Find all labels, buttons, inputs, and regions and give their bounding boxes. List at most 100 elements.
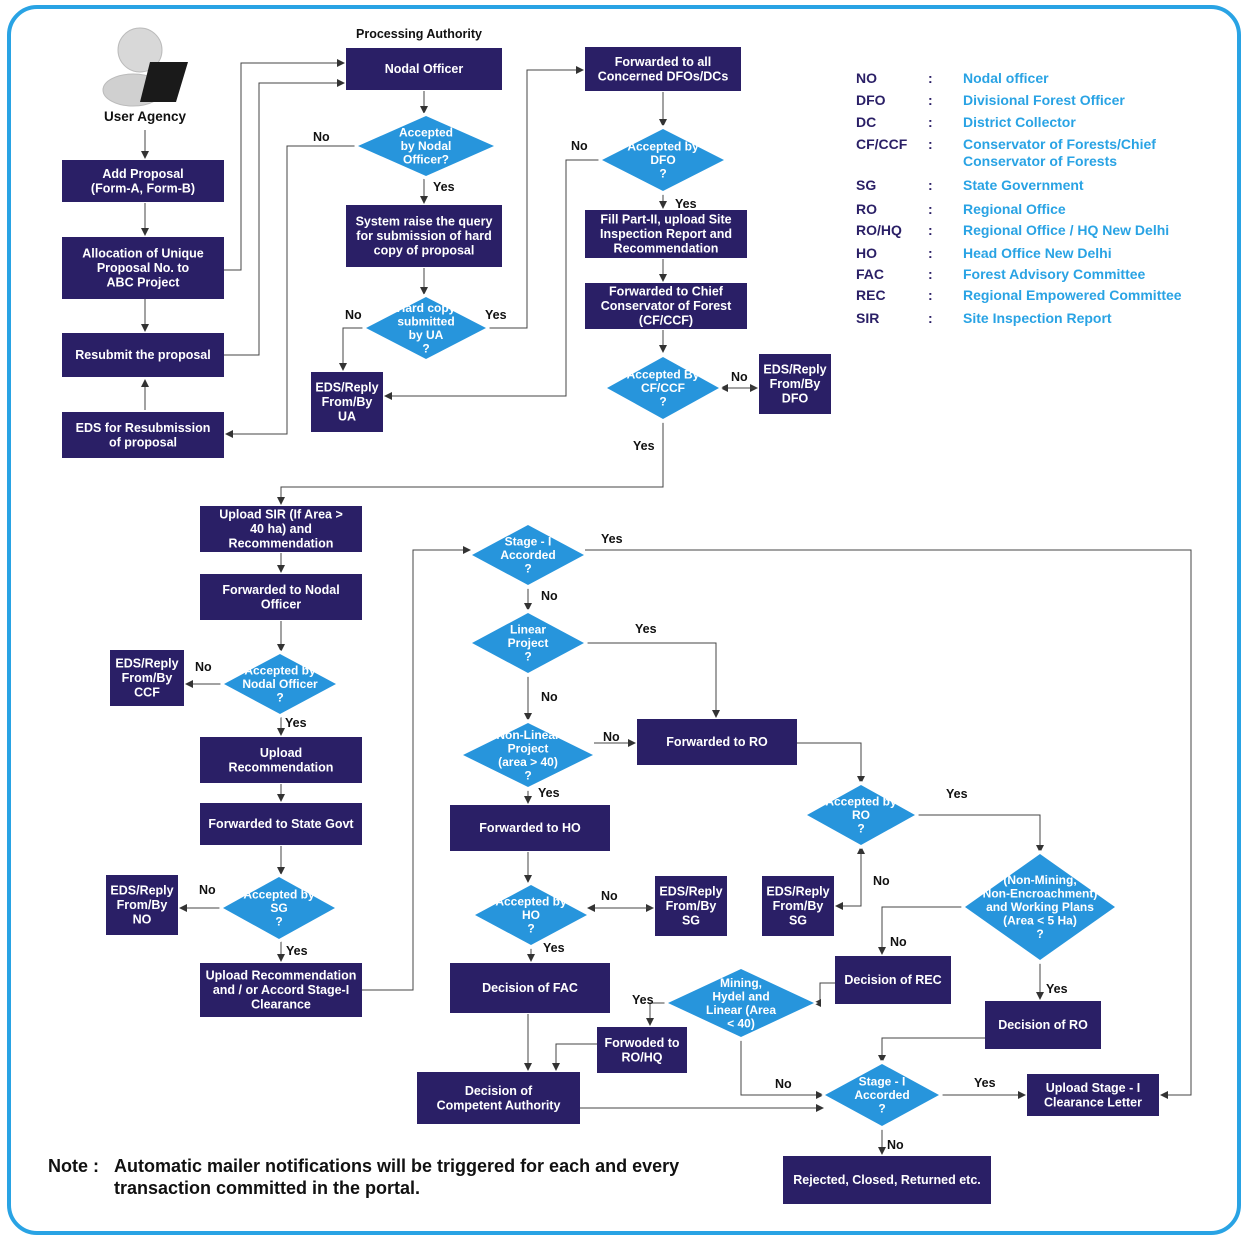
node-fwd-state: Forwarded to State Govt <box>200 803 362 845</box>
node-text: Add Proposal <box>102 167 183 181</box>
edge-label-no: No <box>199 883 216 897</box>
node-text: EDS/Reply <box>763 363 826 377</box>
connector-arrow <box>813 982 835 1007</box>
legend-definition: Head Office New Delhi <box>963 245 1112 261</box>
process-box <box>759 354 831 414</box>
node-upload-sir: Upload SIR (If Area >40 ha) andRecommend… <box>200 506 362 552</box>
legend-abbr: REC <box>856 287 886 303</box>
node-text: by UA <box>409 328 444 342</box>
node-text: Forwoded to <box>605 1036 680 1050</box>
node-text: Accepted by <box>244 664 316 678</box>
connector-arrow <box>486 66 584 329</box>
edge-label-no: No <box>731 370 748 384</box>
process-box <box>200 574 362 620</box>
node-text: ? <box>422 341 429 355</box>
node-text: Inspection Report and <box>600 227 732 241</box>
node-text: UA <box>338 410 356 424</box>
node-text: From/By <box>322 395 373 409</box>
node-text: HO <box>522 908 540 922</box>
decision-diamond <box>358 116 494 176</box>
edge-label-no: No <box>541 589 558 603</box>
legend-definition: Regional Office / HQ New Delhi <box>963 222 1170 238</box>
process-box <box>655 876 727 936</box>
edge-label-no: No <box>603 730 620 744</box>
process-box <box>783 1156 991 1204</box>
node-text: (area > 40) <box>498 755 558 769</box>
node-resubmit: Resubmit the proposal <box>62 333 224 377</box>
process-box <box>62 237 224 299</box>
node-text: Forwarded to State Govt <box>208 817 354 831</box>
node-text: RO/HQ <box>622 1050 663 1064</box>
node-add-proposal: Add Proposal(Form-A, Form-B) <box>62 160 224 202</box>
node-text: Clearance <box>251 998 311 1012</box>
process-box <box>585 210 747 258</box>
node-text: Forwarded to all <box>615 55 712 69</box>
legend-definition: Regional Empowered Committee <box>963 287 1182 303</box>
process-box <box>762 876 834 936</box>
node-text: System raise the query <box>356 215 493 229</box>
node-text: Rejected, Closed, Returned etc. <box>793 1173 981 1187</box>
edge-label-yes: Yes <box>543 941 565 955</box>
node-text: ? <box>1036 927 1043 941</box>
node-text: and / or Accord Stage-I <box>213 983 349 997</box>
connector-arrow <box>225 145 357 438</box>
node-text: (Area < 5 Ha) <box>1003 914 1077 928</box>
node-text: Forwarded to RO <box>666 735 768 749</box>
node-text: Nodal Officer <box>242 677 318 691</box>
legend-definition: Regional Office <box>963 201 1066 217</box>
process-box <box>346 48 502 90</box>
legend-separator: : <box>928 136 933 152</box>
node-text: Accepted by <box>825 795 897 809</box>
process-box <box>110 650 184 706</box>
node-text: Allocation of Unique <box>82 247 204 261</box>
note-text: Automatic mailer notifications will be t… <box>114 1156 680 1198</box>
node-text: From/By <box>666 899 717 913</box>
node-decision-rec: Decision of REC <box>835 956 951 1004</box>
edge-label-no: No <box>873 874 890 888</box>
connector-arrow <box>552 1043 597 1071</box>
node-text: EDS/Reply <box>766 885 829 899</box>
decision-diamond <box>965 854 1115 960</box>
decision-diamond <box>472 613 584 673</box>
node-nodal-officer: Nodal Officer <box>346 48 502 90</box>
legend-definition: Forest Advisory Committee <box>963 266 1146 282</box>
edge-label-yes: Yes <box>433 180 455 194</box>
process-box <box>585 283 747 329</box>
process-box <box>311 372 383 432</box>
legend-definition: Conservator of Forests/Chief Conservator… <box>963 136 1156 169</box>
user-agency-icon <box>102 27 188 107</box>
node-text: Accorded <box>500 548 555 562</box>
node-text: Stage - I <box>859 1075 906 1089</box>
edge-label-yes: Yes <box>633 439 655 453</box>
legend-separator: : <box>928 92 933 108</box>
node-fwd-ho: Forwarded to HO <box>450 805 610 851</box>
node-text: Forwarded to Nodal <box>222 583 339 597</box>
legend-separator: : <box>928 222 933 238</box>
edge-label-no: No <box>601 889 618 903</box>
decision-diamond <box>224 654 336 714</box>
legend-separator: : <box>928 70 933 86</box>
legend-abbr: RO/HQ <box>856 222 902 238</box>
legend-abbr: SG <box>856 177 877 193</box>
decision-diamond <box>602 129 724 191</box>
legend-abbr: CF/CCF <box>856 136 908 152</box>
edge-label-yes: Yes <box>538 786 560 800</box>
node-text: and Working Plans <box>986 900 1094 914</box>
node-text: Fill Part-II, upload Site <box>600 213 731 227</box>
process-box <box>985 1001 1101 1049</box>
process-box <box>200 803 362 845</box>
connector-arrow <box>362 546 471 991</box>
legend-separator: : <box>928 266 933 282</box>
legend-separator: : <box>928 245 933 261</box>
connector-arrow <box>384 159 601 400</box>
